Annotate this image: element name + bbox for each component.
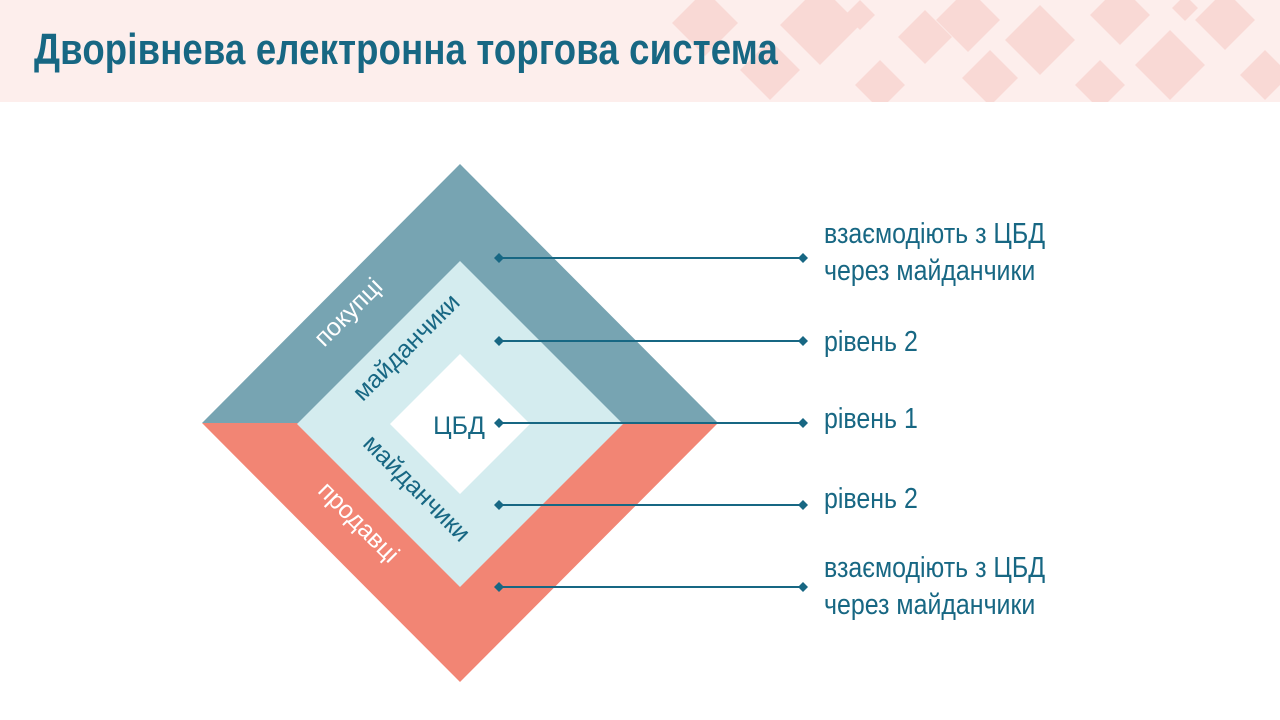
callout-sellers: взаємодіють з ЦБД через майданчики: [824, 550, 1045, 624]
page-title: Дворівнева електронна торгова система: [34, 25, 778, 74]
callout-buyers-line2: через майданчики: [824, 255, 1036, 287]
callout-sellers-line1: взаємодіють з ЦБД: [824, 552, 1046, 584]
callout-platforms-bottom: рівень 2: [824, 481, 918, 518]
callout-buyers: взаємодіють з ЦБД через майданчики: [824, 216, 1045, 290]
callout-platforms-top: рівень 2: [824, 324, 918, 361]
callout-sellers-line2: через майданчики: [824, 589, 1036, 621]
callout-platforms-top-text: рівень 2: [824, 326, 918, 358]
connector-sellers: [494, 582, 808, 592]
header-band: Дворівнева електронна торгова система: [0, 0, 1280, 102]
header-diamond-pattern: [672, 0, 1280, 102]
core-layer: [390, 354, 530, 494]
callout-core-text: рівень 1: [824, 403, 918, 435]
core-label: ЦБД: [433, 412, 485, 440]
connector-core: [494, 418, 808, 428]
callout-buyers-line1: взаємодіють з ЦБД: [824, 218, 1046, 250]
callout-platforms-bottom-text: рівень 2: [824, 483, 918, 515]
connector-buyers: [494, 253, 808, 263]
connector-platforms-bottom: [494, 500, 808, 510]
connector-platforms-top: [494, 336, 808, 346]
callout-core: рівень 1: [824, 401, 918, 438]
